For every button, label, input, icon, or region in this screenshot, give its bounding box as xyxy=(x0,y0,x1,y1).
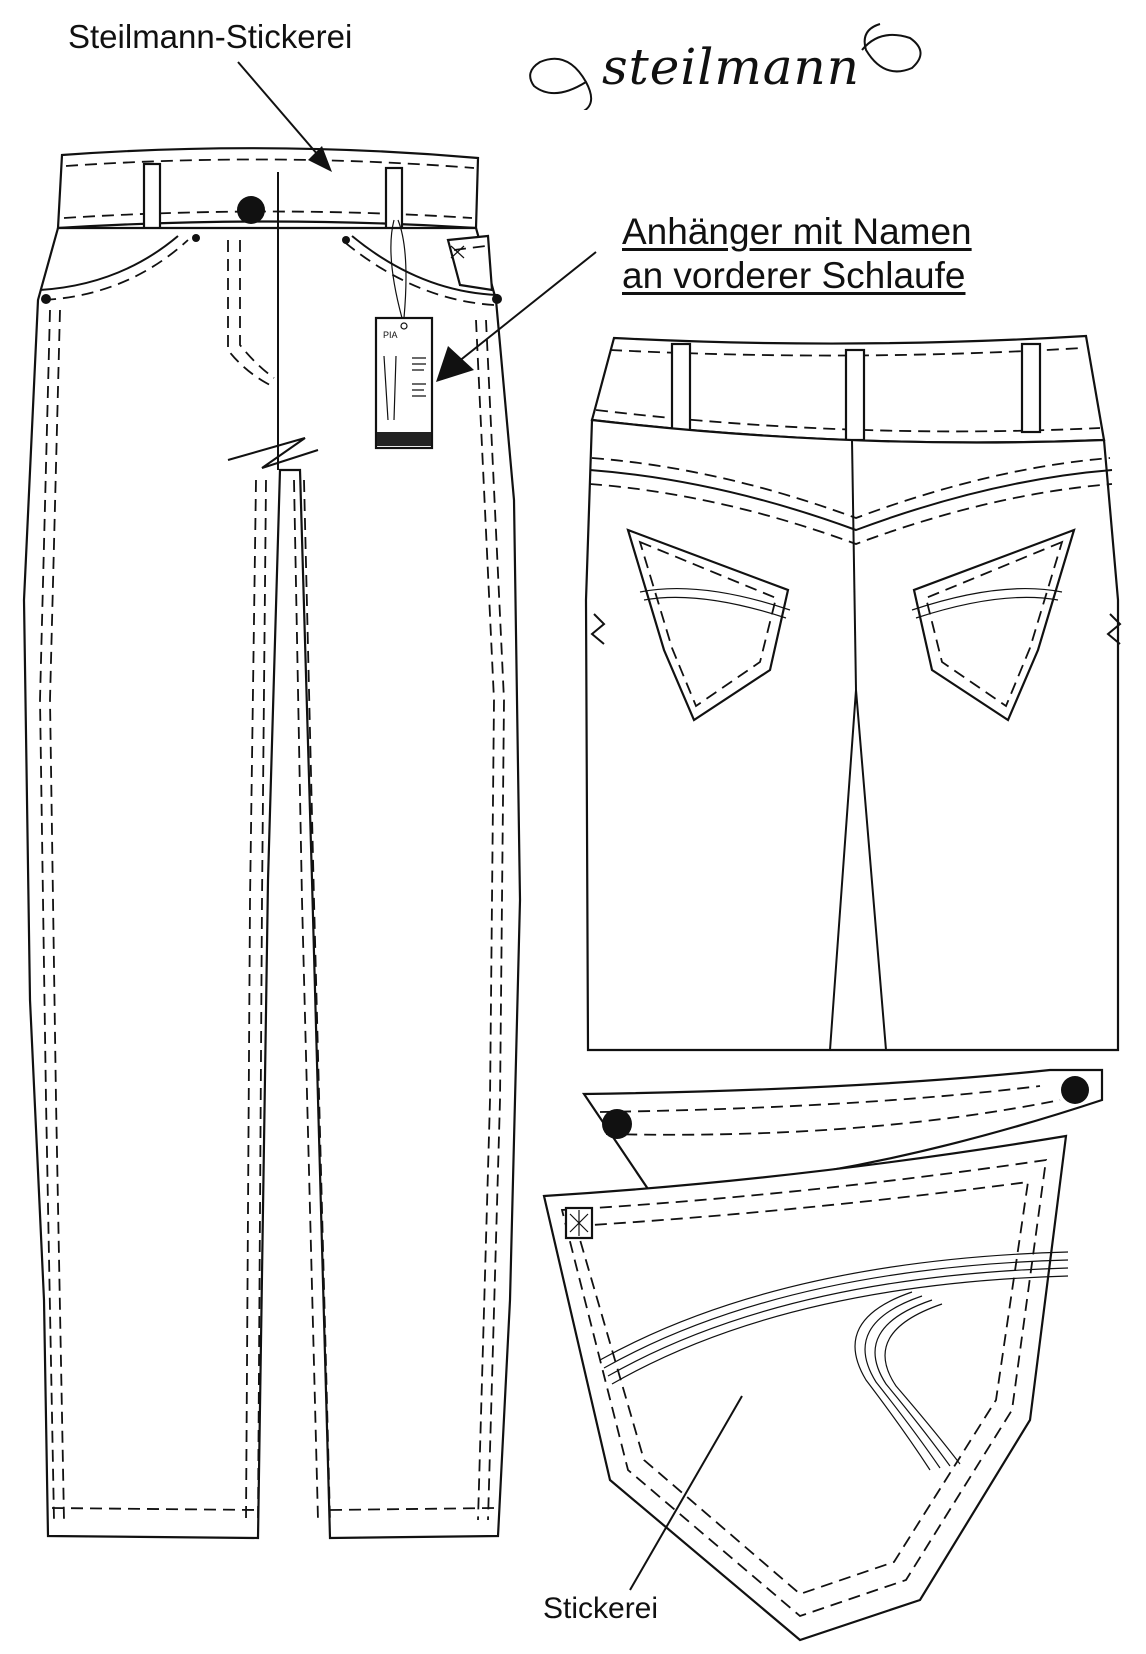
brand-swirl-icon xyxy=(529,23,922,110)
brand-name: steilmann xyxy=(602,38,860,96)
back-loop-right xyxy=(1020,342,1042,434)
label-embroidery-bottom: Stickerei xyxy=(543,1592,659,1625)
back-view-jeans xyxy=(584,334,1122,1052)
label-embroidery-top: Steilmann-Stickerei xyxy=(68,18,353,55)
arrow-hang-tag xyxy=(436,251,597,382)
belt-loop-left xyxy=(142,162,162,238)
arrow-embroidery-top xyxy=(237,61,332,172)
label-hang-tag-line2: an vorderer Schlaufe xyxy=(622,255,966,296)
pocket-detail xyxy=(542,1068,1104,1642)
label-hang-tag: Anhänger mit Namen an vorderer Schlaufe xyxy=(622,210,972,298)
front-view-jeans xyxy=(22,147,522,1540)
pocket-rivet-right xyxy=(1061,1076,1089,1104)
back-loop-center xyxy=(844,348,866,442)
back-loop-left xyxy=(670,342,692,434)
front-button xyxy=(237,196,265,224)
label-hang-tag-line1: Anhänger mit Namen xyxy=(622,211,972,252)
pocket-rivet-left xyxy=(602,1109,632,1139)
hang-tag-name: PIA xyxy=(383,330,398,340)
hang-tag xyxy=(374,219,434,450)
brand-logo: steilmann xyxy=(520,20,950,110)
